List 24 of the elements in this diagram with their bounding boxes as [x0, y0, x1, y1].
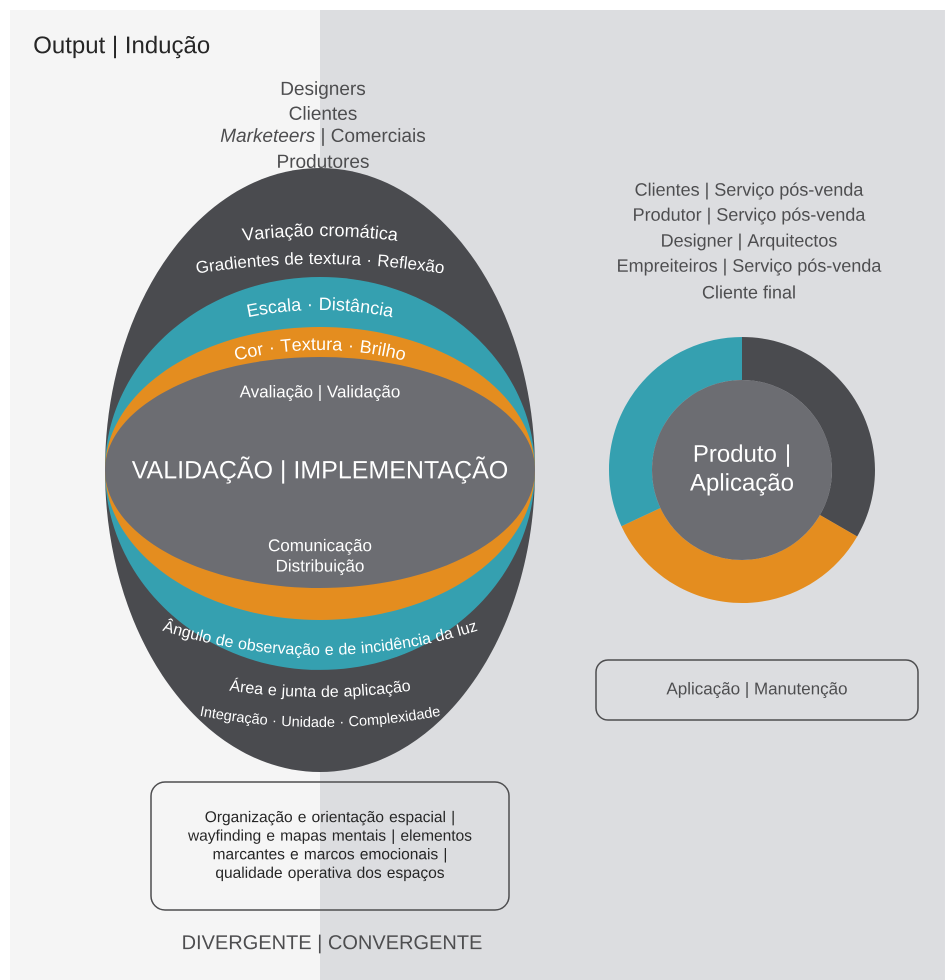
text-label: Produtor | Serviço pós-venda: [634, 207, 866, 225]
text-label: Produtores: [278, 154, 369, 168]
text-label: DIVERGENTE | CONVERGENTE: [183, 934, 482, 954]
text-label: Designers: [282, 81, 366, 99]
rounded-box: Organização e orientação espacial | wayfinding e mapas mentais | elementos marcantes e marcos emocionais | qualidade operativa dos espaços: [150, 781, 510, 911]
band-label: Avaliação | Validação: [240, 385, 400, 401]
center-title: VALIDAÇÃO | IMPLEMENTAÇÃO: [132, 456, 508, 484]
text-label: Clientes: [290, 106, 357, 120]
curved-label: Gradientes de textura · Reflexão: [196, 252, 444, 274]
band-label: Comunicação Distribuição: [268, 538, 372, 576]
text-label: Marketeers | Comerciais: [220, 128, 426, 146]
text-label: Cliente final: [702, 285, 795, 299]
rounded-box: Aplicação | Manutenção: [595, 659, 919, 721]
text-label: Designer | Arquitectos: [662, 234, 837, 250]
curved-label: Variação cromática: [242, 223, 398, 241]
curved-label: Área e junta de aplicação: [229, 678, 410, 700]
curved-label: Escala · Distância: [247, 297, 392, 318]
curved-label: Ângulo de observação e de incidência da luz: [162, 618, 478, 658]
text-label: Empreiteiros | Serviço pós-venda: [618, 258, 882, 276]
curved-label: Cor · Textura · Brilho: [234, 338, 405, 360]
text-label: Clientes | Serviço pós-venda: [636, 182, 864, 200]
title: Output | Indução: [34, 36, 210, 58]
curved-label: Integração · Unidade · Complexidade: [200, 706, 440, 728]
circle-node: Produto | Aplicação: [652, 380, 832, 560]
